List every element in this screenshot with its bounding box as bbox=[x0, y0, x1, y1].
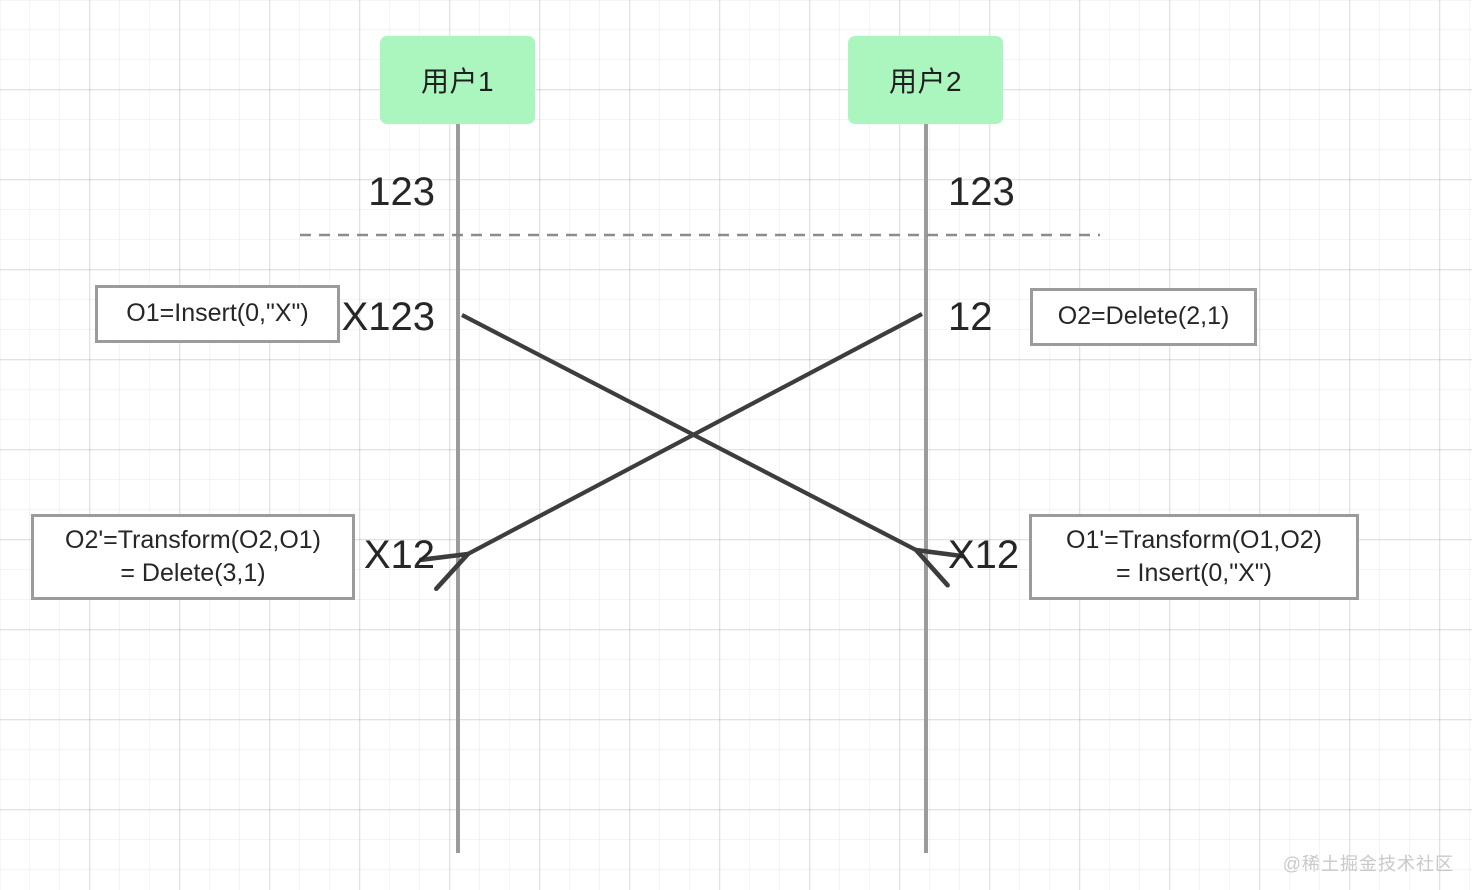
message-arrow-user2-to-user1 bbox=[466, 312, 923, 555]
actor-box-user2[interactable]: 用户2 bbox=[848, 36, 1003, 124]
note-transform-o2-prime-line2: = Delete(3,1) bbox=[120, 559, 266, 587]
note-operation-o1-line1: O1=Insert(0,"X") bbox=[126, 299, 309, 328]
note-transform-o2-prime-line1: O2'=Transform(O2,O1) bbox=[65, 525, 321, 554]
note-operation-o2-line1: O2=Delete(2,1) bbox=[1057, 302, 1230, 331]
state-label-user1-after-local: X123 bbox=[341, 295, 435, 339]
actor-label-user1: 用户1 bbox=[420, 66, 495, 97]
watermark: @稀土掘金技术社区 bbox=[1282, 854, 1454, 874]
state-label-user2-final: X12 bbox=[948, 533, 1020, 577]
state-label-user2-initial: 123 bbox=[948, 170, 1015, 214]
note-transform-o2-prime[interactable]: O2'=Transform(O2,O1) = Delete(3,1) bbox=[31, 514, 355, 600]
note-transform-o1-prime-line1: O1'=Transform(O1,O2) bbox=[1066, 525, 1322, 554]
actor-label-user2: 用户2 bbox=[888, 66, 963, 97]
note-transform-o1-prime-line2: = Insert(0,"X") bbox=[1116, 559, 1272, 587]
note-transform-o1-prime[interactable]: O1'=Transform(O1,O2) = Insert(0,"X") bbox=[1029, 514, 1359, 600]
note-operation-o1[interactable]: O1=Insert(0,"X") bbox=[95, 285, 340, 343]
actor-box-user1[interactable]: 用户1 bbox=[380, 36, 535, 124]
state-label-user2-after-local: 12 bbox=[948, 295, 993, 339]
note-operation-o2[interactable]: O2=Delete(2,1) bbox=[1030, 288, 1257, 346]
message-arrow-user1-to-user2 bbox=[461, 313, 918, 551]
state-label-user1-final: X12 bbox=[363, 533, 435, 577]
state-label-user1-initial: 123 bbox=[368, 170, 435, 214]
